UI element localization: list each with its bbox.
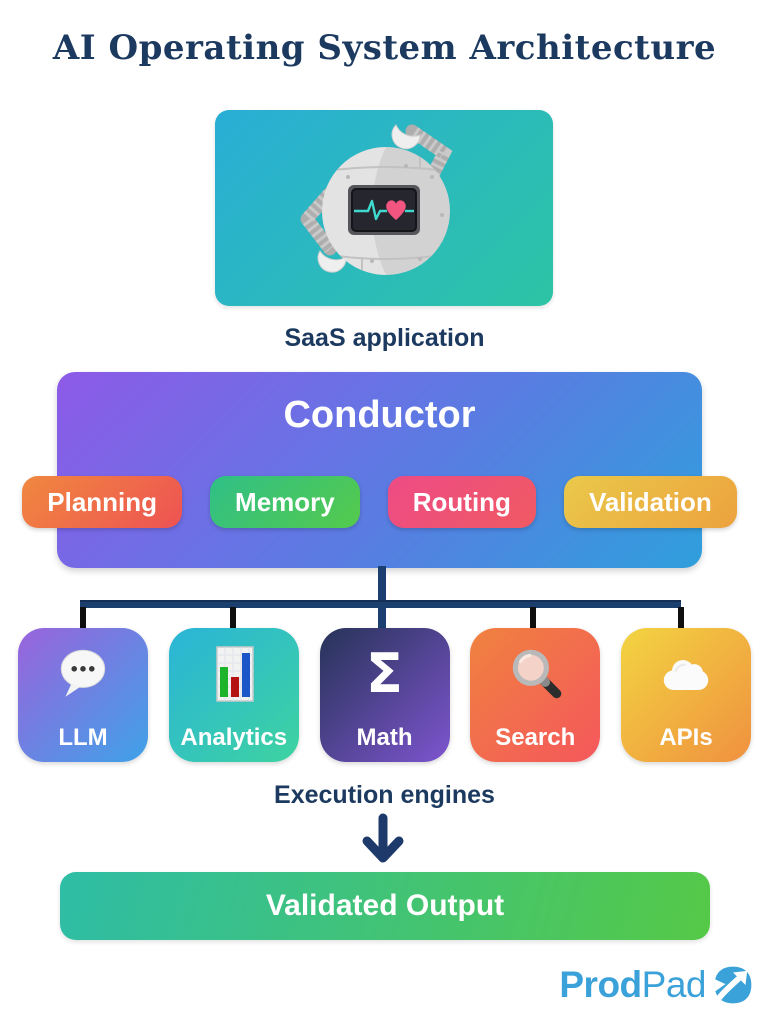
robot-claw-lower (317, 250, 347, 273)
connector-stub-analytics (230, 607, 236, 630)
engine-label-analytics: Analytics (180, 724, 288, 751)
speech-bubble-icon (52, 641, 114, 707)
engine-label-apis: APIs (659, 724, 713, 751)
conductor-capability-pills: Planning Memory Routing Validation (22, 476, 737, 528)
robot-claw-upper (391, 124, 421, 150)
pill-validation: Validation (563, 476, 737, 528)
heart-monitor-screen (348, 185, 420, 235)
connector-stub-search (530, 607, 536, 630)
pill-routing: Routing (387, 476, 536, 528)
engine-label-llm: LLM (58, 724, 108, 751)
pill-memory: Memory (210, 476, 360, 528)
conductor-box: Conductor Planning Memory Routing Valida… (22, 372, 737, 568)
engine-box-math: Σ Math (319, 628, 450, 762)
page-title: AI Operating System Architecture (52, 28, 717, 68)
engine-box-search: Search (470, 628, 601, 762)
robot-arm-lower (298, 187, 347, 273)
brand-arrow-icon (714, 966, 752, 1004)
execution-engines-row: LLM Analytics Σ Math (18, 628, 751, 762)
engine-box-analytics: Analytics (168, 628, 299, 762)
engine-box-llm: LLM (18, 628, 148, 762)
connector-stub-llm (80, 607, 86, 630)
cloud-icon (655, 641, 717, 707)
brand-wordmark: ProdPad (559, 964, 706, 1005)
execution-engines-caption: Execution engines (274, 781, 495, 809)
sigma-icon: Σ (366, 642, 403, 705)
connector-horizontal-bar (80, 600, 681, 608)
pill-planning: Planning (22, 476, 183, 528)
validated-output-label: Validated Output (265, 889, 505, 922)
brand-logo: ProdPad (559, 964, 753, 1006)
engine-label-math: Math (356, 724, 413, 751)
bar-chart-icon (206, 641, 262, 707)
robot-illustration (298, 124, 453, 275)
conductor-title: Conductor (283, 394, 476, 436)
magnifying-glass-icon (504, 641, 566, 707)
engine-label-search: Search (495, 724, 576, 751)
engine-box-apis: APIs (621, 628, 751, 762)
saas-application-label: SaaS application (284, 324, 485, 352)
connector-stub-apis (678, 607, 684, 630)
saas-application-card (215, 110, 553, 306)
connector-stem (378, 566, 386, 628)
validated-output-bar: Validated Output (60, 872, 710, 940)
heart-icon (386, 200, 406, 220)
down-arrow-icon (362, 813, 404, 863)
